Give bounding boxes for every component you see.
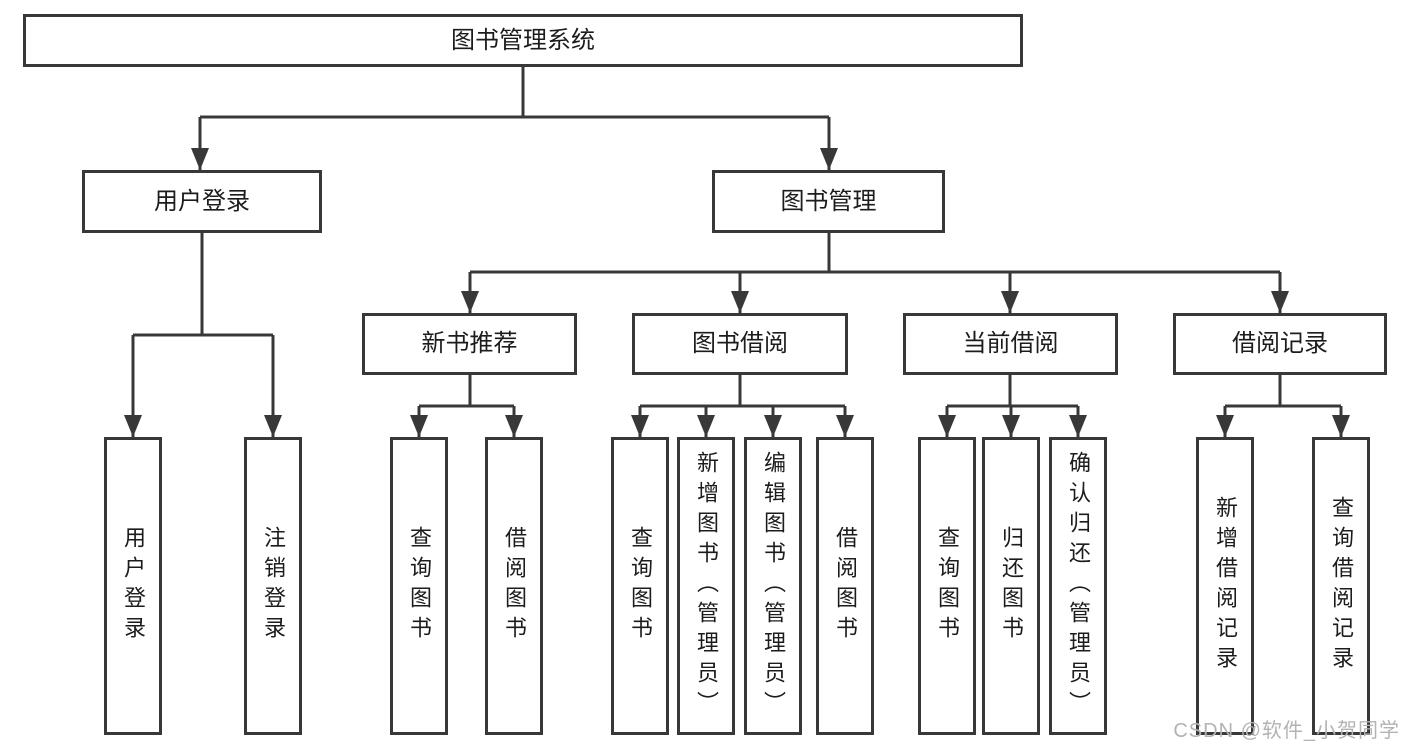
leaf-edit-books-admin: 编辑图书（管理员） — [744, 437, 802, 735]
leaf-query-books-current: 查询图书 — [918, 437, 976, 735]
leaf-query-books-borrow: 查询图书 — [611, 437, 669, 735]
node-new-book-recommendation: 新书推荐 — [362, 313, 577, 375]
node-current-borrowing: 当前借阅 — [903, 313, 1118, 375]
leaf-query-books-recommend: 查询图书 — [390, 437, 448, 735]
connector-root-to-level2 — [191, 67, 838, 170]
leaf-user-login: 用户登录 — [104, 437, 162, 735]
node-book-borrowing: 图书借阅 — [632, 313, 848, 375]
connector-book-management-to-level3 — [461, 233, 1289, 313]
node-book-management: 图书管理 — [712, 170, 945, 233]
leaf-return-books: 归还图书 — [982, 437, 1040, 735]
leaf-borrow-books: 借阅图书 — [816, 437, 874, 735]
leaf-add-books-admin: 新增图书（管理员） — [677, 437, 735, 735]
node-user-login: 用户登录 — [82, 170, 322, 233]
connector-book-borrow-to-children — [631, 375, 854, 437]
connector-user-login-to-children — [124, 233, 282, 437]
csdn-watermark: CSDN @软件_小贺同学 — [1173, 720, 1400, 742]
connector-current-borrow-to-children — [938, 375, 1087, 437]
leaf-add-borrow-record: 新增借阅记录 — [1196, 437, 1254, 735]
node-borrowing-records: 借阅记录 — [1173, 313, 1387, 375]
leaf-borrow-books-recommend: 借阅图书 — [485, 437, 543, 735]
connector-borrow-record-to-children — [1216, 375, 1350, 437]
connector-new-book-to-children — [410, 375, 523, 437]
leaf-confirm-return-admin: 确认归还（管理员） — [1049, 437, 1107, 735]
node-library-management-system: 图书管理系统 — [23, 14, 1023, 67]
leaf-query-borrow-record: 查询借阅记录 — [1312, 437, 1370, 735]
leaf-logout: 注销登录 — [244, 437, 302, 735]
